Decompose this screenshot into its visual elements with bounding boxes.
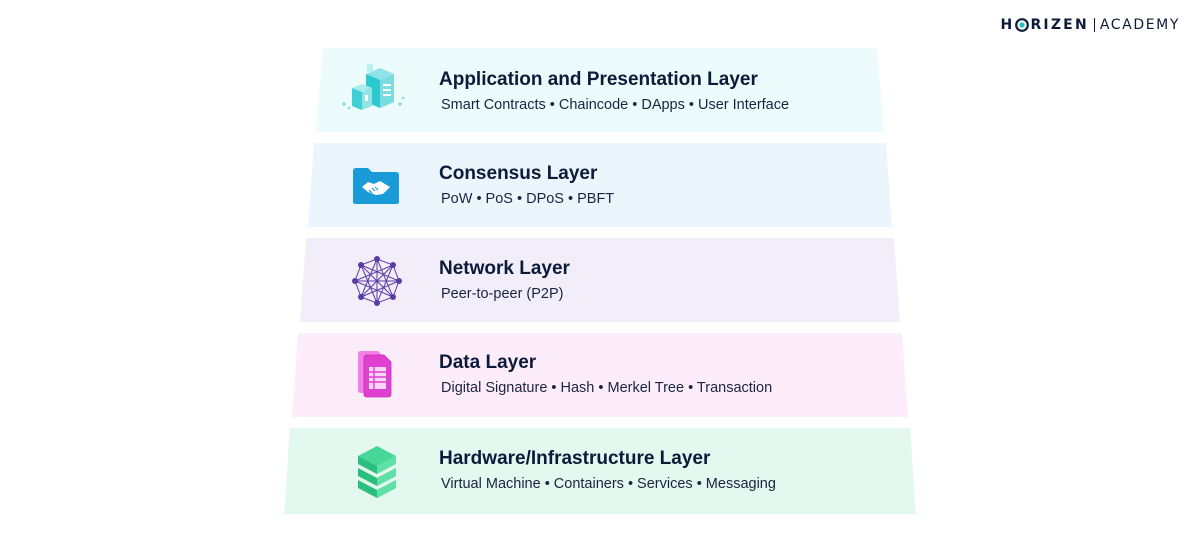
layer-application: Application and Presentation Layer Smart… — [316, 48, 884, 132]
brand-logo: H RIZEN ACADEMY — [1001, 17, 1180, 33]
horizen-o-icon — [1015, 18, 1030, 32]
layer-band — [292, 333, 908, 417]
layer-subtitle: Digital Signature • Hash • Merkel Tree •… — [441, 380, 773, 396]
layer-data: Data Layer Digital Signature • Hash • Me… — [292, 333, 908, 417]
handshake-folder-icon — [353, 168, 399, 204]
layer-subtitle: PoW • PoS • DPoS • PBFT — [441, 191, 615, 207]
layer-title: Network Layer — [439, 258, 570, 279]
brand-name-part3: ACADEMY — [1099, 17, 1180, 33]
layer-band — [308, 143, 892, 227]
layer-band — [284, 428, 916, 514]
layer-consensus: Consensus Layer PoW • PoS • DPoS • PBFT — [308, 143, 892, 227]
layer-band — [300, 238, 900, 322]
layer-subtitle: Peer-to-peer (P2P) — [441, 286, 564, 302]
stacked-layers-icon — [358, 446, 396, 498]
documents-icon — [358, 351, 392, 398]
layer-title: Consensus Layer — [439, 163, 598, 184]
layer-hardware: Hardware/Infrastructure Layer Virtual Ma… — [284, 428, 916, 514]
layer-subtitle: Smart Contracts • Chaincode • DApps • Us… — [441, 97, 790, 113]
layer-title: Data Layer — [439, 352, 537, 373]
layer-title: Application and Presentation Layer — [439, 69, 758, 90]
brand-name-part2: RIZEN — [1030, 17, 1089, 33]
layer-network: Network Layer Peer-to-peer (P2P) — [300, 238, 900, 322]
layer-subtitle: Virtual Machine • Containers • Services … — [441, 476, 776, 492]
brand-divider — [1093, 18, 1095, 32]
layer-band — [316, 48, 884, 132]
buildings-icon — [342, 64, 405, 110]
brand-name-part1: H — [1000, 17, 1015, 33]
network-mesh-icon — [352, 256, 402, 306]
layer-title: Hardware/Infrastructure Layer — [439, 448, 711, 469]
